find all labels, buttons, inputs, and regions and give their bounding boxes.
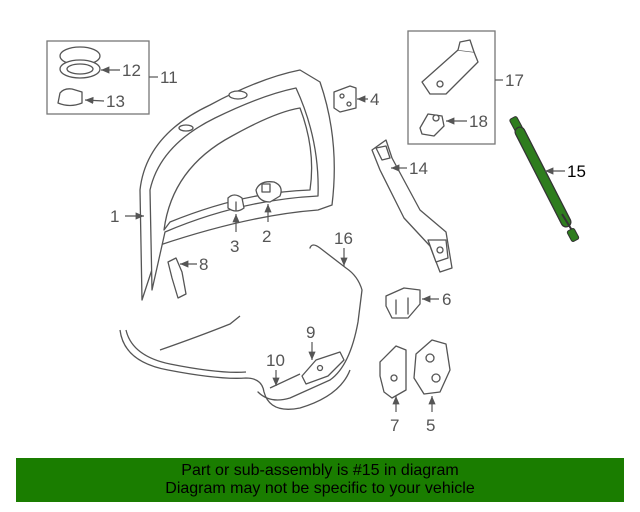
seal-12[interactable] <box>59 46 101 79</box>
lock-5[interactable] <box>413 339 451 395</box>
banner-line-1: Part or sub-assembly is #15 in diagram <box>181 462 459 479</box>
seal-10[interactable] <box>119 315 351 410</box>
bracket-8[interactable] <box>167 257 187 299</box>
banner-line-2: Diagram may not be specific to your vehi… <box>165 480 475 497</box>
callout-2: 2 <box>262 227 271 246</box>
callout-14: 14 <box>409 159 428 178</box>
callout-17: 17 <box>505 71 524 90</box>
callout-5: 5 <box>426 416 435 435</box>
latch-6[interactable] <box>385 287 421 319</box>
callout-1: 1 <box>110 207 119 226</box>
callout-10: 10 <box>266 351 285 370</box>
leader-13 <box>84 96 105 105</box>
latch-17[interactable] <box>421 39 479 95</box>
hinge-arm-14[interactable] <box>371 139 453 273</box>
latch-7[interactable] <box>379 345 407 399</box>
callout-12: 12 <box>122 61 141 80</box>
callout-6: 6 <box>442 290 451 309</box>
cap-18[interactable] <box>419 113 445 137</box>
callout-9: 9 <box>306 323 315 342</box>
stop-2[interactable] <box>255 181 282 203</box>
striker-9[interactable] <box>301 351 345 385</box>
lift-support-strut-15[interactable] <box>509 116 580 242</box>
grommet-3[interactable] <box>227 194 245 212</box>
callout-15: 15 <box>567 162 586 181</box>
callout-16: 16 <box>334 229 353 248</box>
callout-7: 7 <box>390 416 399 435</box>
callout-8: 8 <box>199 255 208 274</box>
bumper-13[interactable] <box>57 88 83 107</box>
hinge-bracket-4[interactable] <box>333 85 357 113</box>
callout-11: 11 <box>160 68 178 87</box>
callout-18: 18 <box>469 112 488 131</box>
info-banner: Part or sub-assembly is #15 in diagram D… <box>16 458 624 502</box>
callout-3: 3 <box>230 237 239 256</box>
liftgate-panel-1[interactable] <box>139 69 335 301</box>
callout-4: 4 <box>370 90 379 109</box>
callout-13: 13 <box>106 92 125 111</box>
